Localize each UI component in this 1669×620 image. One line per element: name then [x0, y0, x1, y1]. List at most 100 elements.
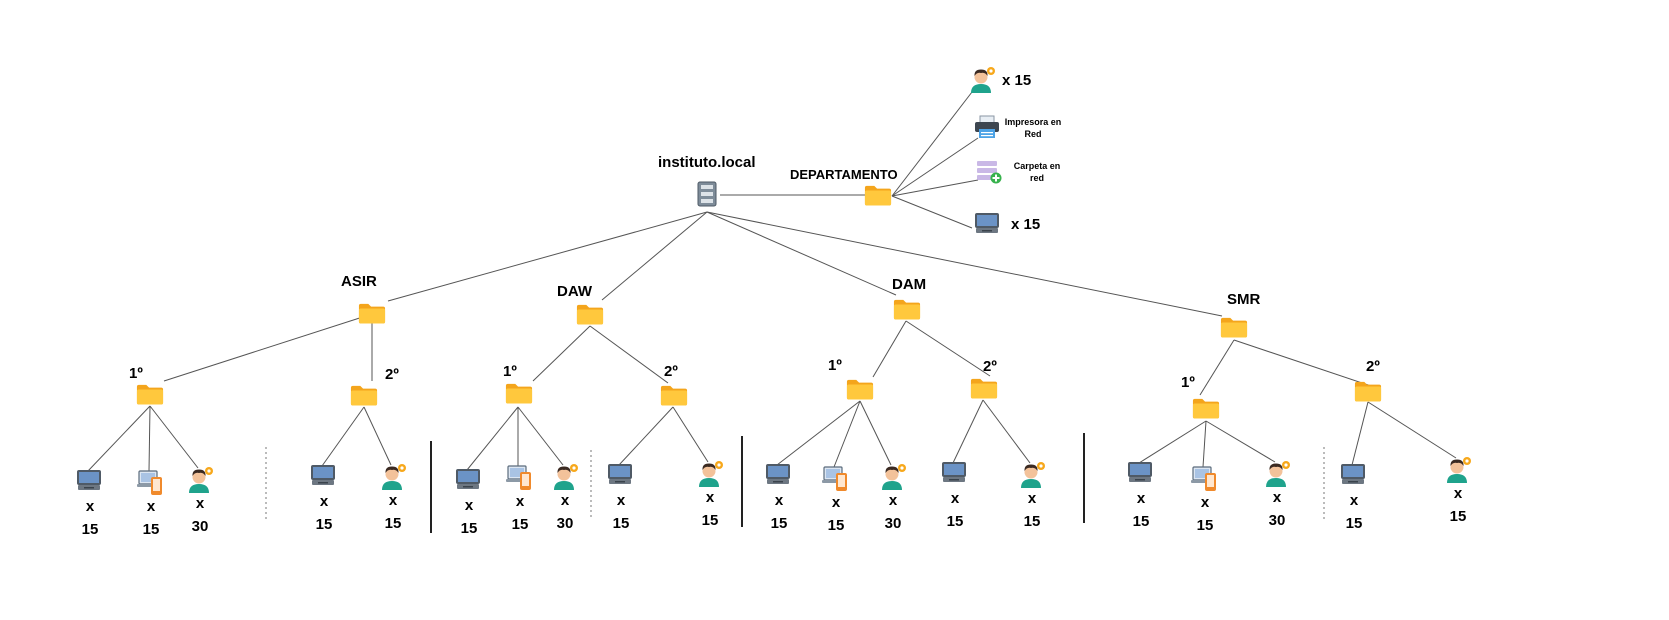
edge-course-item	[1205, 420, 1276, 463]
item-count: x 15	[142, 498, 160, 538]
user-icon	[186, 466, 214, 494]
edge-course-item	[1351, 401, 1369, 466]
user-icon	[879, 463, 907, 491]
edge-course-item	[149, 405, 199, 469]
branch-label: SMR	[1227, 291, 1261, 308]
computer-icon	[607, 463, 633, 485]
edge-branch-course	[872, 320, 907, 378]
computer-icon	[1340, 463, 1366, 485]
folder-icon	[136, 383, 164, 405]
resource-label: Impresora en Red	[1004, 117, 1062, 139]
item-count: x 15	[460, 497, 478, 537]
item-count: x 30	[884, 492, 902, 532]
item-count: x 15	[1023, 490, 1041, 530]
edge-root-branch	[706, 211, 897, 296]
course-label: 1º	[503, 363, 517, 380]
item-count: x 15	[946, 490, 964, 530]
item-count: x 15	[315, 493, 333, 533]
printer-icon	[974, 115, 1000, 139]
edge-course-item	[1367, 401, 1457, 459]
edge-course-item	[618, 406, 674, 466]
user-icon	[1444, 456, 1472, 484]
edge-course-item	[859, 400, 892, 466]
edge-branch-course	[905, 320, 991, 377]
folder-icon	[358, 302, 386, 324]
user-icon	[1263, 460, 1291, 488]
edge-department-resource	[891, 137, 979, 197]
edge-branch-course	[532, 325, 591, 382]
item-count: x 15	[1196, 494, 1214, 534]
folder-icon	[1220, 316, 1248, 338]
user-icon	[551, 463, 579, 491]
item-count: x 15	[770, 492, 788, 532]
computer-icon	[974, 212, 1000, 234]
item-count: x 30	[191, 495, 209, 535]
network-folder-icon	[976, 160, 1002, 184]
course-label: 2º	[1366, 358, 1380, 375]
item-count: x 30	[556, 492, 574, 532]
folder-icon	[970, 377, 998, 399]
edge-branch-course	[1233, 339, 1381, 390]
user-icon	[379, 463, 407, 491]
department-label: DEPARTAMENTO	[790, 167, 898, 182]
resource-count: x 15	[1011, 216, 1041, 233]
edge-department-resource	[891, 91, 973, 197]
edge-branch-course	[589, 325, 669, 384]
computer-icon	[76, 469, 102, 491]
laptop-phone-icon	[137, 469, 165, 497]
resource-count: x 15	[1002, 72, 1032, 89]
item-count: x 30	[1268, 489, 1286, 529]
edge-course-item	[1138, 420, 1207, 464]
edge-course-item	[363, 406, 392, 466]
item-count: x 15	[511, 493, 529, 533]
folder-icon	[893, 298, 921, 320]
course-label: 1º	[129, 365, 143, 382]
item-count: x 15	[612, 492, 630, 532]
folder-icon	[864, 184, 892, 206]
item-count: x 15	[1345, 492, 1363, 532]
folder-icon	[576, 303, 604, 325]
computer-icon	[455, 468, 481, 490]
edge-course-item	[1202, 420, 1207, 468]
edge-root-branch	[387, 211, 708, 302]
item-count: x 15	[384, 492, 402, 532]
edge-course-item	[466, 406, 519, 471]
course-label: 2º	[983, 358, 997, 375]
folder-icon	[1192, 397, 1220, 419]
course-label: 2º	[385, 366, 399, 383]
folder-icon	[505, 382, 533, 404]
root-label: instituto.local	[658, 154, 756, 171]
server-icon	[697, 181, 717, 207]
edge-branch-course	[1199, 339, 1235, 396]
laptop-phone-icon	[822, 465, 850, 493]
course-label: 1º	[1181, 374, 1195, 391]
branch-label: DAW	[557, 283, 592, 300]
edge-department-resource	[891, 179, 979, 197]
folder-icon	[350, 384, 378, 406]
course-label: 1º	[828, 357, 842, 374]
item-count: x 15	[1132, 490, 1150, 530]
computer-icon	[765, 463, 791, 485]
edge-course-item	[148, 405, 151, 472]
laptop-phone-icon	[1191, 465, 1219, 493]
folder-icon	[846, 378, 874, 400]
item-count: x 15	[81, 498, 99, 538]
computer-icon	[310, 464, 336, 486]
user-icon	[968, 66, 996, 94]
edge-course-item	[833, 400, 861, 468]
laptop-phone-icon	[506, 464, 534, 492]
edge-root-branch	[706, 211, 1223, 317]
computer-icon	[941, 461, 967, 483]
edge-course-item	[776, 400, 861, 466]
user-icon	[696, 460, 724, 488]
edge-department-resource	[891, 195, 973, 229]
folder-icon	[660, 384, 688, 406]
edge-branch-course	[163, 313, 373, 382]
edge-course-item	[672, 406, 709, 463]
user-icon	[1018, 461, 1046, 489]
edge-course-item	[87, 405, 151, 472]
edge-course-item	[982, 399, 1031, 464]
item-count: x 15	[1449, 485, 1467, 525]
